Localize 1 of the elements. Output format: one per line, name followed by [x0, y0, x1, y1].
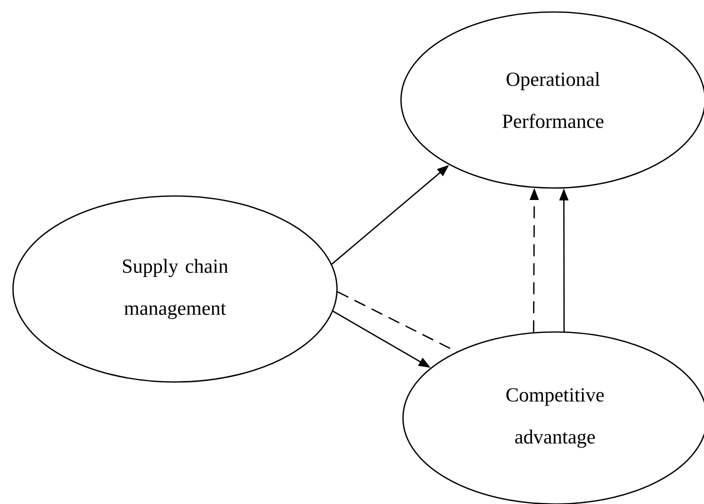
oval-node: Supply chain management	[12, 195, 338, 383]
